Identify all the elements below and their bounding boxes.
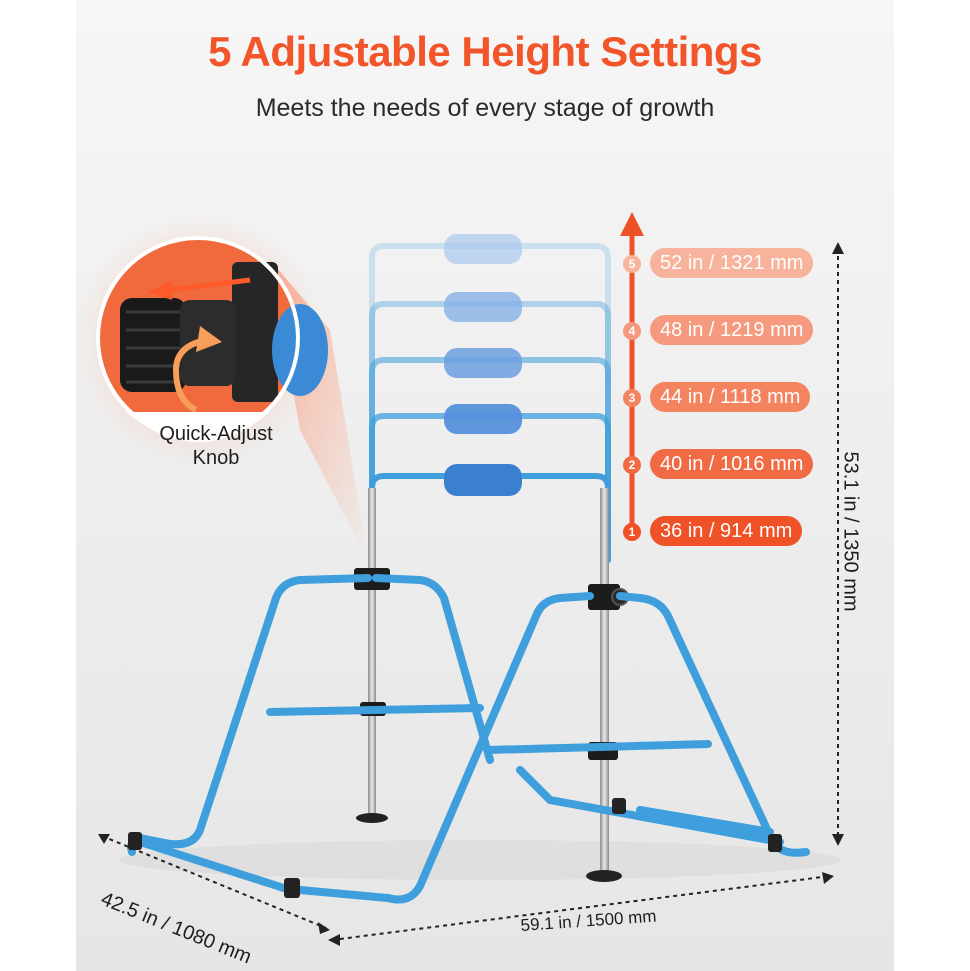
left-pole [368, 488, 376, 818]
knob-label-line2: Knob [192, 447, 240, 469]
step-2-marker: 2 [623, 456, 641, 474]
knob-label: Quick-Adjust Knob [126, 422, 306, 470]
knob-body [120, 298, 186, 392]
step-4-marker: 4 [623, 322, 641, 340]
right-pole [600, 488, 609, 873]
height-label-2: 40 in / 1016 mm [650, 449, 814, 479]
pad-2 [444, 404, 522, 434]
height-label-1: 36 in / 914 mm [650, 516, 803, 546]
knob-label-line1: Quick-Adjust [159, 423, 273, 445]
foot-cap-2 [284, 878, 300, 898]
height-label-3: 44 in / 1118 mm [650, 382, 811, 412]
right-pole-foot [586, 870, 622, 882]
knob-pull-arrow [167, 277, 251, 293]
left-top-clamp [354, 568, 390, 590]
height-label-5: 52 in / 1321 mm [650, 248, 814, 278]
foot-cap-4 [768, 834, 782, 852]
step-5-marker: 5 [623, 255, 641, 273]
page-title: 5 Adjustable Height Settings [208, 28, 762, 75]
pad-3 [444, 348, 522, 378]
foam-pads [444, 234, 522, 496]
floor-shadow [120, 840, 840, 880]
pad-1 [444, 464, 522, 496]
left-pole-foot [356, 813, 388, 823]
knob-rotate-arrow [172, 337, 207, 413]
depth-dim-line [101, 835, 327, 929]
height-dimension-label: 53.1 in / 1350 mm [839, 451, 862, 612]
height-arrow [620, 212, 644, 540]
step-1-marker: 1 [623, 523, 641, 541]
height-label-4: 48 in / 1219 mm [650, 315, 814, 345]
knob-zoom-callout [74, 214, 328, 466]
pad-4 [444, 292, 522, 322]
width-dim-line [331, 875, 831, 941]
page-subtitle: Meets the needs of every stage of growth [255, 94, 715, 122]
right-a-frame [296, 592, 810, 904]
pad-5 [444, 234, 522, 264]
dimension-lines [101, 248, 839, 941]
foot-cap-1 [128, 832, 142, 850]
bar-level-3 [369, 357, 611, 563]
step-3-marker: 3 [623, 389, 641, 407]
foot-cap-3 [612, 798, 626, 814]
right-top-clamp [588, 584, 620, 610]
